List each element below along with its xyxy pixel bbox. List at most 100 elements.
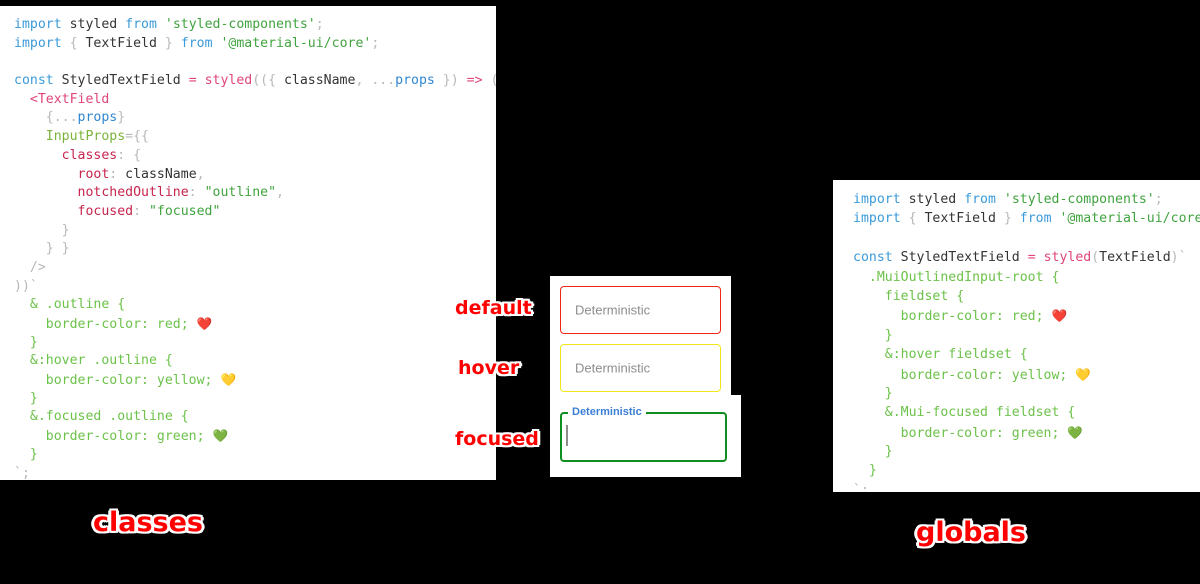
code-token: ( (1091, 250, 1100, 266)
code-line: notchedOutline: "outline", (14, 184, 496, 203)
code-token: ; (860, 482, 869, 492)
code-line: `; (853, 481, 1200, 492)
code-line: border-color: red; ❤️ (14, 315, 496, 334)
code-line: border-color: yellow; 💛 (853, 365, 1200, 384)
code-token: styled (1035, 250, 1092, 266)
code-token: border-color: red; (14, 317, 197, 332)
code-token: "focused" (148, 203, 221, 219)
code-line: border-color: green; 💚 (14, 427, 496, 446)
code-token: .MuiOutlinedInput-root { (853, 269, 1060, 285)
code-token: props (77, 110, 118, 126)
code-line: ))` (14, 278, 496, 297)
code-token: (({ (252, 73, 284, 89)
code-token: const (14, 73, 54, 89)
code-token: { (61, 35, 86, 51)
code-line: } (14, 390, 496, 409)
code-token: } (995, 211, 1020, 227)
text-cursor-icon (566, 425, 568, 446)
code-token: border-color: yellow; (14, 373, 221, 389)
callout-globals-title: globals (916, 517, 1027, 548)
code-token: ` (1178, 250, 1187, 266)
code-line: InputProps={{ (14, 128, 496, 147)
code-token: border-color: green; (14, 429, 213, 445)
code-line: border-color: red; ❤️ (853, 306, 1200, 325)
code-line: <TextField (14, 91, 496, 110)
code-panel-globals: import styled from 'styled-components';i… (833, 180, 1200, 492)
code-token: &.focused .outline { (14, 409, 189, 425)
code-token: } (853, 463, 877, 479)
textfield-default[interactable]: Deterministic (560, 286, 721, 334)
callout-focused: focused (455, 428, 539, 450)
code-token: } } (14, 241, 70, 257)
code-line: import styled from 'styled-components'; (853, 190, 1200, 209)
code-token: ( (483, 73, 496, 88)
code-token: fieldset { (853, 288, 965, 304)
code-token: ❤️ (196, 316, 213, 331)
code-line: } } (14, 240, 496, 259)
code-token: & .outline { (14, 297, 126, 313)
code-token: "outline" (204, 185, 277, 201)
code-line: } (853, 384, 1200, 403)
code-token: } (853, 444, 893, 460)
code-token: , (276, 185, 284, 201)
code-line: import styled from 'styled-components'; (14, 16, 496, 35)
code-token: 'styled-components' (156, 17, 316, 32)
code-token: from (964, 192, 996, 207)
code-line: } (853, 461, 1200, 480)
code-line: &.focused .outline { (14, 408, 496, 427)
code-line: focused: "focused" (14, 203, 496, 222)
code-token: &:hover fieldset { (853, 347, 1028, 363)
code-token: } (117, 110, 126, 126)
code-token: : (188, 185, 205, 201)
code-line: } (14, 446, 496, 465)
textfield-demo-panel-bottom: Deterministic (550, 395, 741, 477)
code-token: }) (434, 73, 467, 89)
code-token: } (14, 334, 38, 350)
code-token: ` (29, 278, 38, 294)
code-token: 'styled-components' (995, 192, 1155, 207)
code-line: classes: { (14, 147, 496, 166)
textfield-hover[interactable]: Deterministic (560, 344, 721, 392)
code-token: , (196, 166, 205, 182)
code-token: const (853, 250, 893, 266)
code-token: { (900, 211, 925, 227)
code-token: &:hover .outline { (14, 353, 173, 369)
code-token: border-color: yellow; (853, 367, 1076, 383)
code-token: '@material-ui/core' (1051, 211, 1200, 227)
code-line: &.Mui-focused fieldset { (853, 403, 1200, 422)
code-token: ; (315, 17, 324, 32)
code-token: ` (853, 482, 861, 492)
code-token: : (133, 203, 149, 219)
code-token: : { (117, 147, 142, 163)
code-token: TextField (924, 211, 996, 227)
code-line: } (14, 334, 496, 353)
code-token: styled (900, 192, 965, 207)
code-token: root (14, 166, 110, 182)
code-token: border-color: red; (853, 309, 1052, 325)
code-token: 💚 (212, 428, 229, 444)
code-token: notchedOutline (14, 185, 189, 201)
textfield-hover-label: Deterministic (575, 360, 651, 376)
code-token: from (125, 17, 157, 32)
code-token: } (853, 385, 893, 401)
code-token: } (14, 222, 70, 238)
textfield-focused[interactable] (560, 412, 727, 462)
code-token: &.Mui-focused fieldset { (853, 405, 1076, 421)
code-line: fieldset { (853, 287, 1200, 306)
code-line (14, 53, 496, 72)
code-token: } (14, 390, 38, 406)
code-token: TextField (1099, 250, 1171, 266)
callout-classes-title: classes (93, 507, 204, 538)
code-token: styled (61, 17, 126, 32)
code-token: } (156, 35, 181, 51)
textfield-default-label: Deterministic (575, 302, 651, 318)
code-token: {... (14, 110, 78, 126)
code-token: props (395, 73, 435, 89)
code-line: {...props} (14, 109, 496, 128)
code-token: => (466, 73, 483, 89)
code-token: TextField (85, 35, 157, 51)
code-token: } (14, 446, 38, 462)
code-token: /> (14, 259, 46, 275)
code-line: } (853, 442, 1200, 461)
code-line: const StyledTextField = styled(({ classN… (14, 72, 496, 91)
